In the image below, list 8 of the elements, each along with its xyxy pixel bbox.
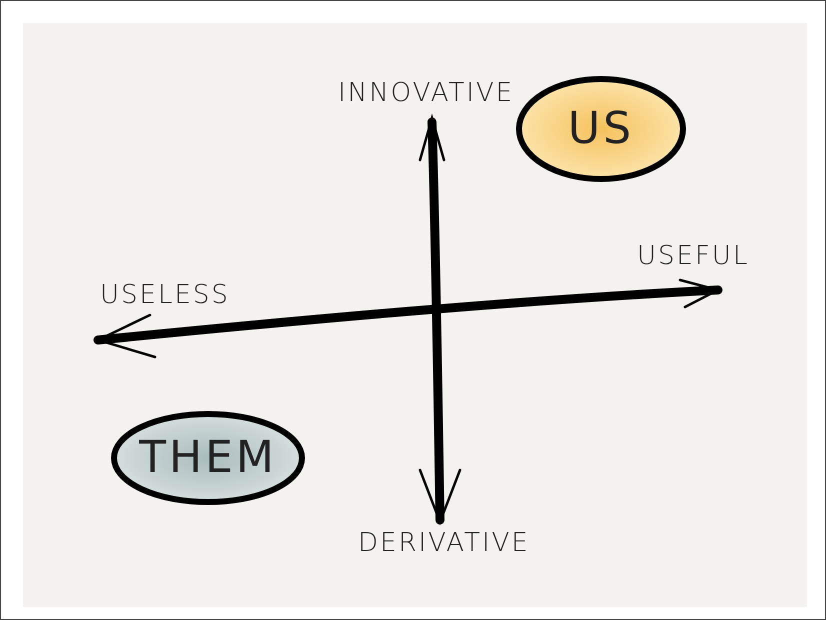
axis-label: USEFUL	[637, 243, 750, 269]
axis-label: DERIVATIVE	[358, 530, 530, 556]
ellipse-node	[110, 410, 306, 506]
node-label: THEM	[139, 436, 277, 480]
axis-label: INNOVATIVE	[338, 80, 514, 106]
node-label: US	[568, 107, 634, 151]
axis-label: USELESS	[100, 282, 230, 308]
ellipse-node	[515, 75, 687, 183]
